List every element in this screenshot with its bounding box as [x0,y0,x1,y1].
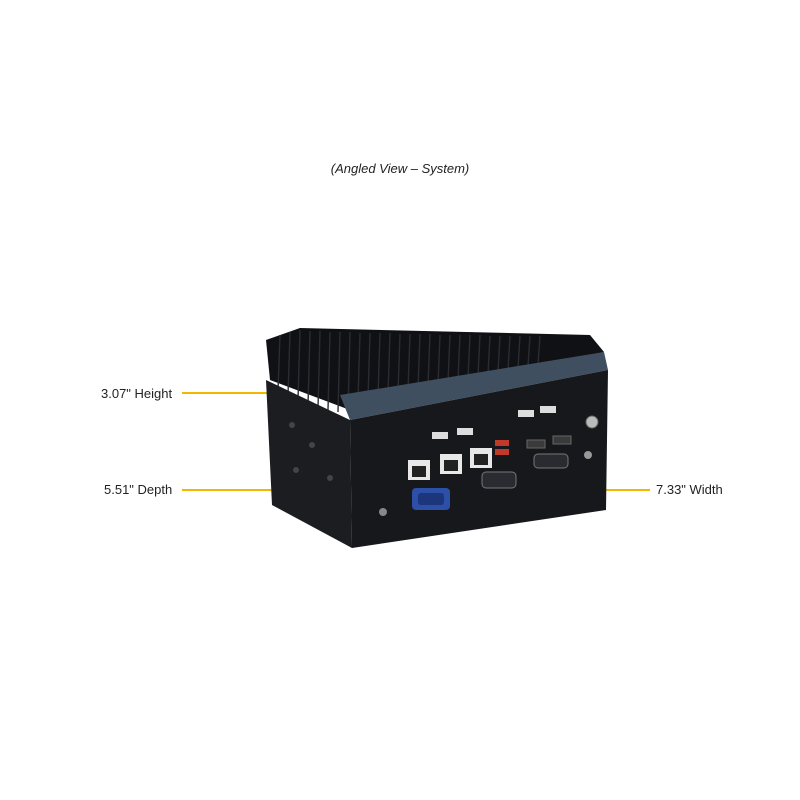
usb-port-icon [432,432,448,439]
serial-port-icon [533,453,569,469]
lan-port-icon [470,448,492,468]
cooling-fins [277,329,541,414]
lan-port-icon [440,454,462,474]
width-dimension-label: 7.33" Width [656,482,723,497]
depth-dimension-label: 5.51" Depth [104,482,173,497]
front-io [379,406,599,516]
display-port-icon [526,439,546,449]
top-panel [340,352,608,420]
usb-port-icon [540,406,556,413]
screw-icon [309,442,315,448]
vga-port-icon [412,488,450,510]
serial-port-icon [481,471,517,489]
screw-icon [379,508,387,516]
usb-red-port-icon [495,440,509,446]
screw-icon [327,475,333,481]
view-caption: (Angled View – System) [330,161,470,176]
left-side-panel [266,380,352,548]
usb-port-icon [518,410,534,417]
screw-icon [289,422,295,428]
lan-port-icon [408,460,430,480]
power-button-icon [585,415,599,429]
usb-port-icon [457,428,473,435]
antenna-connector-icon [584,451,592,459]
screw-icon [293,467,299,473]
height-dimension-label: 3.07" Height [101,386,173,401]
display-port-icon [552,435,572,445]
usb-red-port-icon [495,449,509,455]
